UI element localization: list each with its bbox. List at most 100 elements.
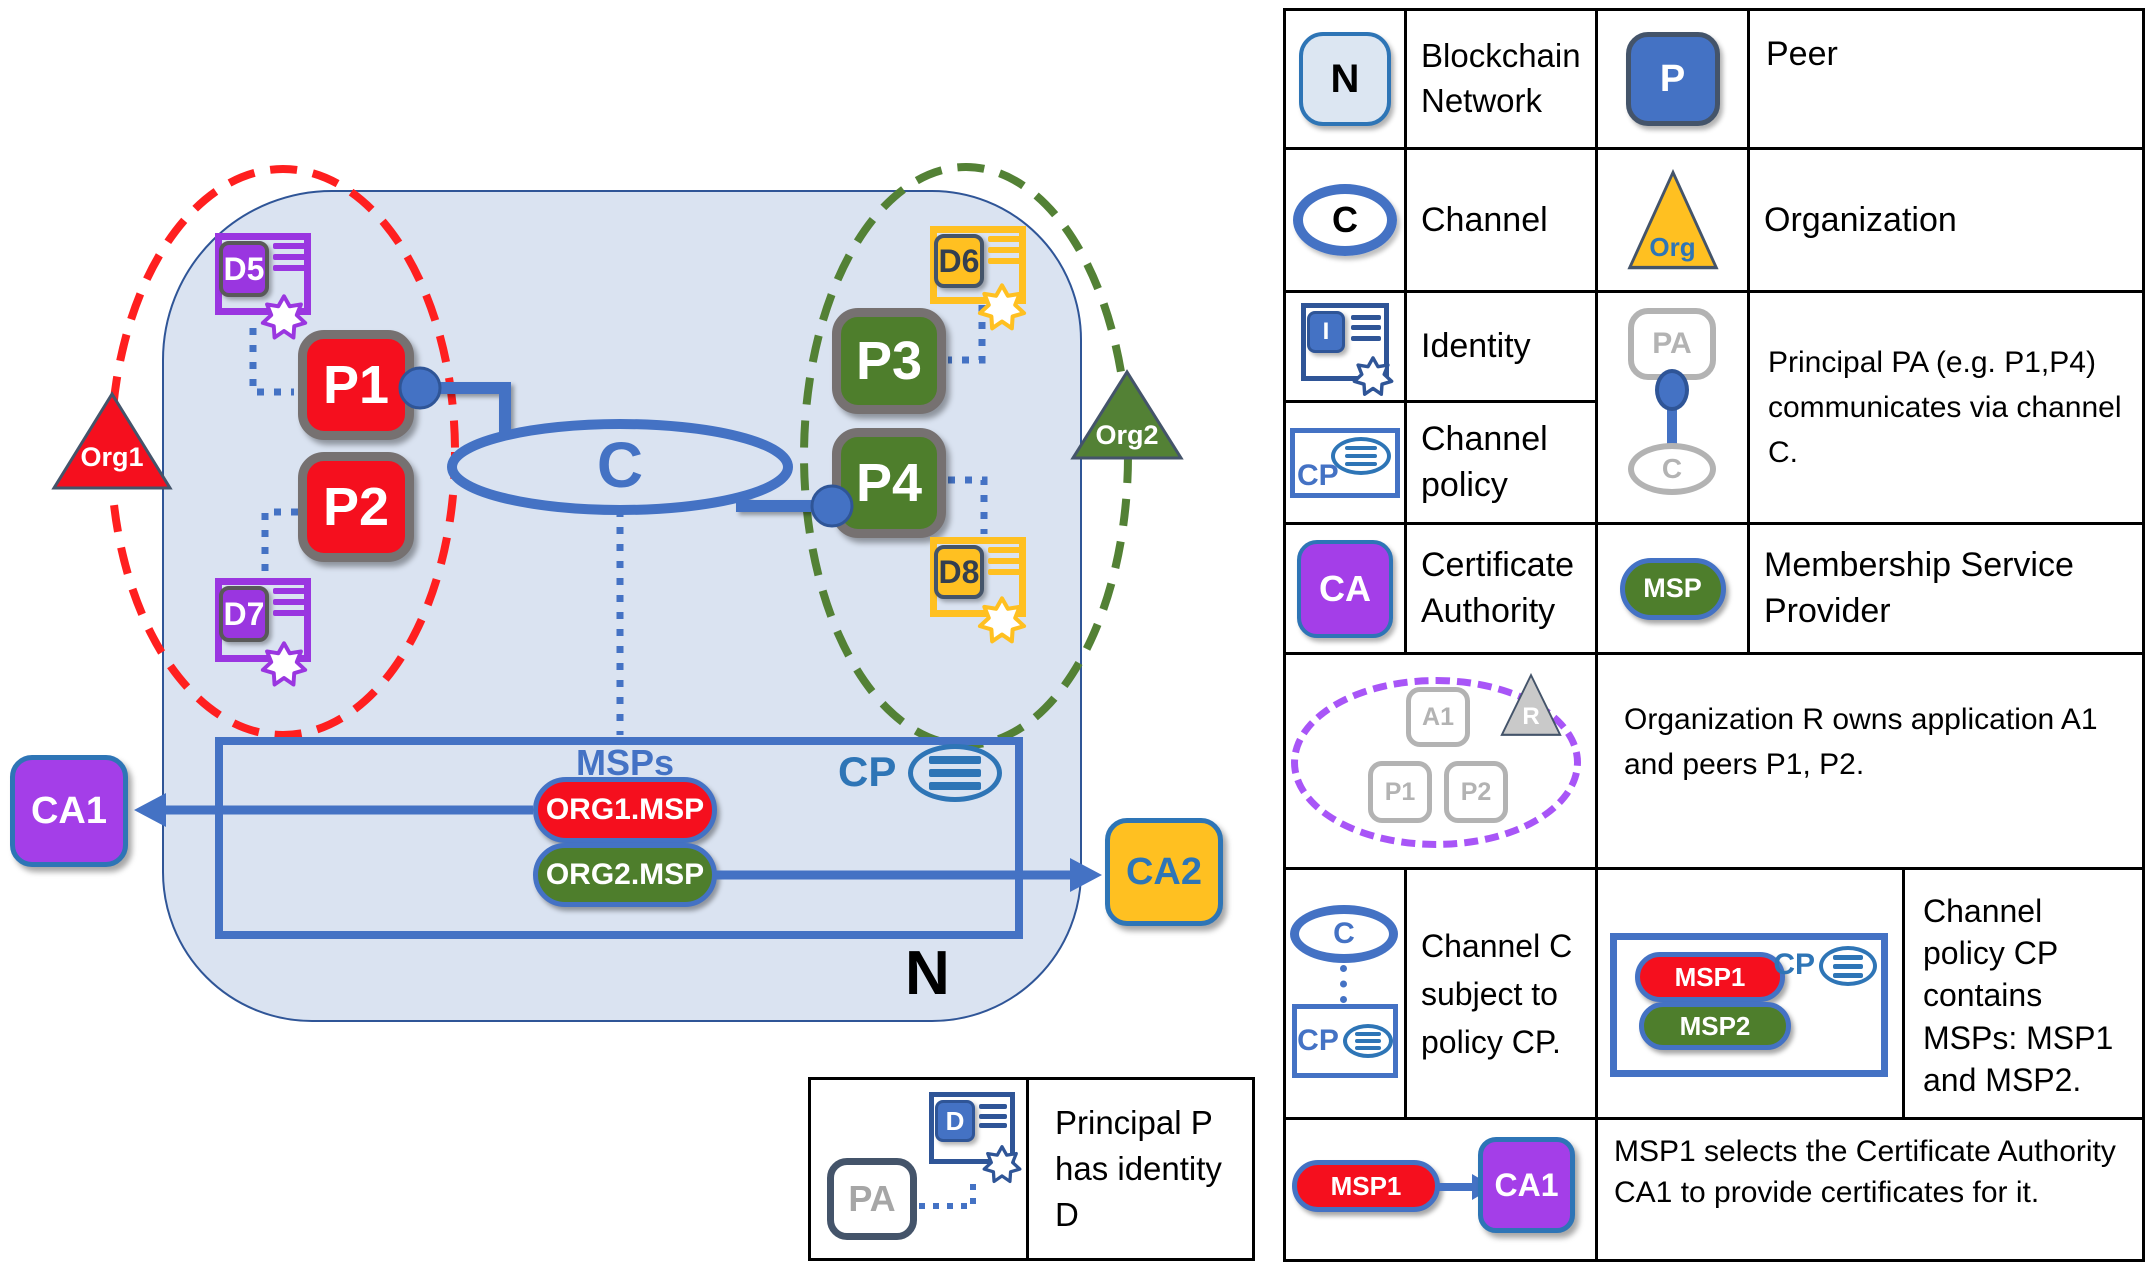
certificate-star-icon <box>259 293 309 343</box>
ca2-box: CA2 <box>1105 818 1223 926</box>
legend-channel-label: Channel <box>1421 200 1548 239</box>
org1-label: Org1 <box>80 442 144 472</box>
legend-channel-cp-icon-cell: C CP <box>1286 870 1407 1120</box>
pa-port-dot <box>1655 369 1689 411</box>
ca-icon: CA <box>1297 539 1393 638</box>
legend-org-r-diagram-cell: A1 R P1 P2 <box>1286 655 1598 870</box>
identity-tag: D6 <box>934 234 984 288</box>
certificate-star-icon <box>981 1144 1023 1186</box>
legend-msp-label: Membership Service Provider <box>1764 545 2074 630</box>
certificate-lines-icon <box>979 1104 1007 1128</box>
legend-channel-policy-label: Channel policy <box>1421 419 1548 504</box>
identity-icon: I <box>1301 302 1389 381</box>
legend-peer-label: Peer <box>1766 35 1838 73</box>
legend-table: N Blockchain Network P Peer C Channel Or… <box>1283 8 2145 1262</box>
legend-organization-label: Organization <box>1764 200 1957 239</box>
channel-c-ellipse: C <box>1290 905 1398 963</box>
certificate-lines-icon <box>988 236 1022 264</box>
msp1-pill: MSP1 <box>1292 1160 1440 1212</box>
legend-peer-icon-cell: P <box>1598 11 1750 150</box>
legend-peer-label-cell: Peer <box>1750 11 2142 150</box>
legend-network-icon-cell: N <box>1286 11 1407 150</box>
identity-frame <box>930 537 1026 617</box>
cp-lines-icon <box>1819 946 1877 986</box>
legend-identity-label: Identity <box>1421 327 1531 365</box>
legend-identity-icon-cell: I <box>1286 293 1407 403</box>
legend-cp-msps-text-cell: Channel policy CP contains MSPs: MSP1 an… <box>1905 870 2142 1120</box>
legend-identity-label-cell: Identity <box>1407 293 1598 403</box>
r-triangle-label: R <box>1522 703 1540 730</box>
legend-org-r-text: Organization R owns application A1 and p… <box>1624 703 2098 781</box>
channel-policy-icon: CP <box>1290 427 1400 498</box>
legend-ca-label-cell: Certificate Authority <box>1407 525 1598 655</box>
org-r-triangle: R <box>1500 673 1562 737</box>
identity-card-d5: D5 <box>215 233 311 315</box>
org1-msp-pill: ORG1.MSP <box>533 777 717 843</box>
certificate-star-icon <box>259 640 309 690</box>
cp-label: CP <box>1773 948 1815 981</box>
legend-msp-label-cell: Membership Service Provider <box>1750 525 2142 655</box>
org2-label: Org2 <box>1095 420 1159 450</box>
legend-cp-msps-diagram-cell: MSP1 MSP2 CP <box>1598 870 1905 1120</box>
identity-tag: D7 <box>219 586 269 642</box>
org-r-peer-p2-box: P2 <box>1444 761 1508 823</box>
msp2-pill: MSP2 <box>1639 1002 1791 1050</box>
identity-card-d6: D6 <box>930 226 1026 304</box>
identity-frame <box>1301 302 1389 381</box>
identity-card-d: D <box>929 1092 1015 1164</box>
cp-label: CP <box>1297 1024 1339 1057</box>
identity-frame <box>929 1092 1015 1164</box>
peer-p1: P1 <box>298 330 414 440</box>
legend-channel-label-cell: Channel <box>1407 150 1598 293</box>
msps-title: MSPs <box>575 742 675 783</box>
legend-cp-msps-text: Channel policy CP contains MSPs: MSP1 an… <box>1923 893 2114 1098</box>
org-triangle-label: Org <box>1649 232 1696 262</box>
identity-tag: D <box>935 1100 975 1142</box>
legend-channel-policy-label-cell: Channel policy <box>1407 403 1598 525</box>
certificate-star-icon <box>976 595 1028 647</box>
cp-box-icon: CP <box>1292 1004 1398 1078</box>
certificate-star-icon <box>1351 355 1395 399</box>
identity-frame <box>215 578 311 662</box>
peer-p3: P3 <box>832 308 946 414</box>
peer-p2: P2 <box>298 452 414 562</box>
legend-organization-label-cell: Organization <box>1750 150 2142 293</box>
legend-principal-icon-cell: PA C <box>1598 293 1750 525</box>
ca1-box: CA1 <box>10 755 128 867</box>
legend-organization-icon-cell: Org <box>1598 150 1750 293</box>
cp-lines-icon <box>1342 1024 1393 1058</box>
cp-label: CP <box>1297 458 1339 492</box>
principal-identity-note: PA D Principal P has identity D <box>808 1077 1255 1261</box>
certificate-lines-icon <box>273 588 307 616</box>
channel-policy-label: CP <box>838 748 897 795</box>
identity-card-d7: D7 <box>215 578 311 662</box>
certificate-star-icon <box>976 282 1028 334</box>
legend-principal-text-cell: Principal PA (e.g. P1,P4) communicates v… <box>1750 293 2142 525</box>
channel-policy-icon <box>908 744 1002 802</box>
legend-org-r-text-cell: Organization R owns application A1 and p… <box>1598 655 2142 870</box>
legend-network-label: Blockchain Network <box>1421 37 1581 119</box>
certificate-lines-icon <box>988 547 1022 575</box>
channel-label: C <box>596 429 644 501</box>
peer-p4: P4 <box>832 428 946 538</box>
identity-frame <box>930 226 1026 304</box>
msps-box <box>215 737 1023 939</box>
legend-channel-policy-icon-cell: CP <box>1286 403 1407 525</box>
legend-ca-icon-cell: CA <box>1286 525 1407 655</box>
org1-triangle <box>51 391 173 490</box>
network-label: N <box>905 939 950 1008</box>
legend-msp-icon-cell: MSP <box>1598 525 1750 655</box>
pa-channel-link <box>1667 377 1677 447</box>
legend-channel-icon-cell: C <box>1286 150 1407 293</box>
ca1-box: CA1 <box>1478 1137 1575 1233</box>
org-r-dashed-boundary <box>1291 677 1581 848</box>
dotted-c-cp-link <box>1340 965 1347 1003</box>
identity-tag: D8 <box>934 545 984 599</box>
principal-identity-text-cell: Principal P has identity D <box>1026 1080 1252 1258</box>
certificate-lines-icon <box>273 243 307 271</box>
legend-ca-label: Certificate Authority <box>1421 545 1575 630</box>
identity-tag: D5 <box>219 241 269 297</box>
identity-card-d8: D8 <box>930 537 1026 617</box>
organization-icon: Org <box>1627 169 1719 271</box>
